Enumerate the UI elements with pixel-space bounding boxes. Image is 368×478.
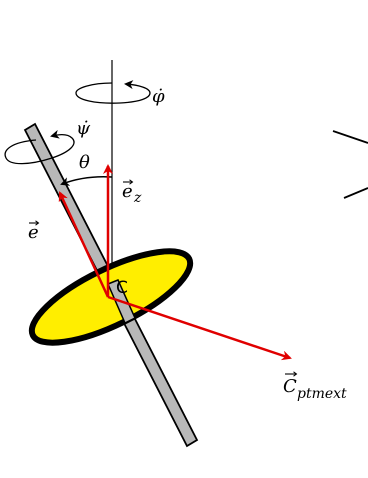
theta-label: θ <box>79 152 90 173</box>
psi-dot-label: ψ̇ <box>76 118 91 139</box>
psi-rotation-loop <box>4 129 75 165</box>
ez-label: e z <box>122 179 142 206</box>
torque-label: C ptmext <box>283 371 347 402</box>
svg-text:e: e <box>28 222 39 243</box>
svg-text:C: C <box>283 376 297 397</box>
partial-outline-right <box>332 130 368 199</box>
phi-dot-label: φ̇ <box>152 86 165 107</box>
svg-text:e: e <box>122 181 133 202</box>
svg-text:ptmext: ptmext <box>297 386 347 402</box>
vector-e <box>58 191 110 298</box>
theta-arc <box>60 176 113 186</box>
svg-text:z: z <box>133 190 142 206</box>
vector-torque <box>107 295 292 361</box>
e-label: e <box>28 220 40 243</box>
phi-rotation-loop <box>75 80 151 104</box>
center-label: C <box>116 278 128 298</box>
